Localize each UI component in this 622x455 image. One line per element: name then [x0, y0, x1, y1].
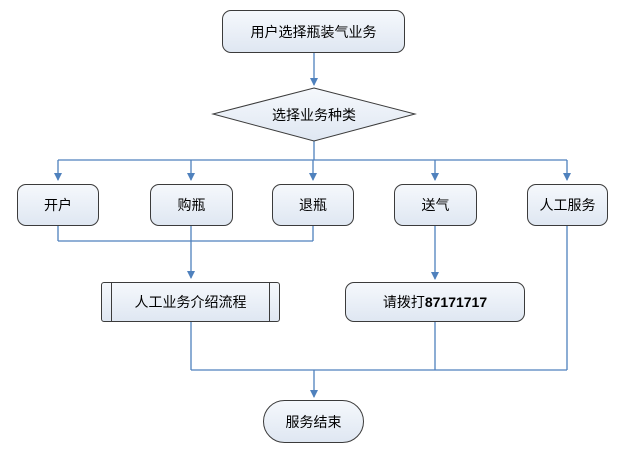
decision-node-label-wrap: 选择业务种类 [213, 88, 415, 141]
manual-process-label: 人工业务介绍流程 [134, 295, 247, 311]
gas-delivery-node: 送气 [394, 184, 477, 226]
end-node: 服务结束 [263, 400, 364, 443]
gas-delivery-label: 送气 [421, 198, 450, 214]
return-bottle-node: 退瓶 [272, 184, 354, 226]
decision-diamond [211, 87, 417, 142]
manual-service-node: 人工服务 [527, 184, 608, 226]
manual-process-node: 人工业务介绍流程 [101, 282, 280, 322]
return-bottle-label: 退瓶 [299, 198, 327, 214]
start-node: 用户选择瓶装气业务 [222, 10, 405, 53]
open-account-node: 开户 [17, 184, 99, 226]
end-node-label: 服务结束 [285, 414, 342, 431]
buy-bottle-node: 购瓶 [150, 184, 233, 226]
open-account-label: 开户 [44, 198, 72, 214]
call-prefix-label: 请拨打 [382, 295, 425, 311]
manual-service-label: 人工服务 [539, 198, 596, 214]
buy-bottle-label: 购瓶 [177, 198, 206, 214]
start-node-label: 用户选择瓶装气业务 [250, 24, 377, 41]
decision-node-label: 选择业务种类 [272, 107, 356, 124]
call-number-label: 87171717 [424, 294, 488, 310]
